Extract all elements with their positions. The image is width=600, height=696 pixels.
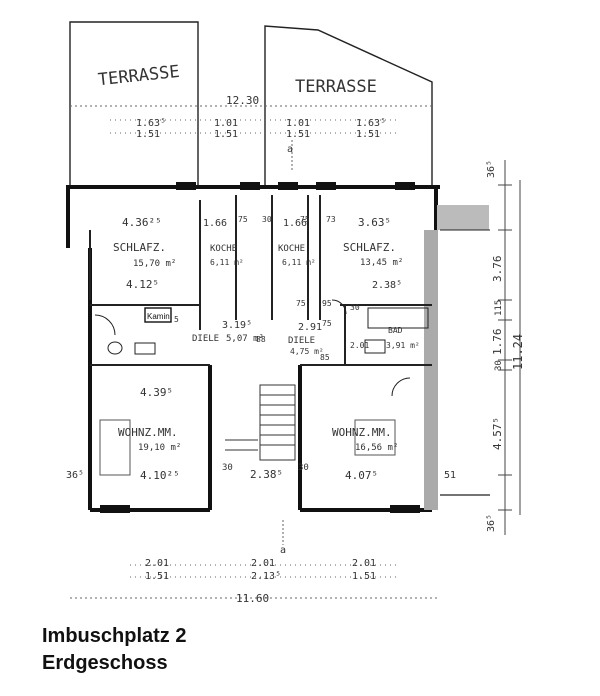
top-dim-4-lower: 1.51 (356, 129, 380, 140)
terrace-label-left: TERRASSE (97, 62, 181, 90)
balcony-right (437, 205, 489, 230)
room-dim-b-1: 4.12⁵ (126, 278, 159, 291)
terrace-left (69, 21, 199, 185)
overall-width-bottom: 11.60 (236, 592, 269, 605)
right-dim-8: 36⁵ (486, 514, 497, 532)
top-dimension-lines (70, 105, 432, 170)
stairs (259, 384, 296, 461)
stair-treads (225, 394, 295, 451)
caption-floor: Erdgeschoss (42, 652, 168, 674)
sofa-left (99, 419, 131, 476)
washbasin (364, 339, 386, 354)
kamin-box (144, 307, 172, 323)
mark-6: 5 (174, 315, 179, 324)
room-dim-a-8: 4.39⁵ (140, 386, 173, 399)
terrace-right (264, 25, 433, 185)
mark-12: 30 (222, 463, 233, 473)
room-name-7: BAD (388, 326, 403, 335)
right-dim-5: 30 (494, 360, 504, 371)
room-name-8: WOHNZ.MM. (118, 426, 178, 439)
section-mark-bottom: a (280, 545, 286, 556)
room-area-7: 3,91 m² (386, 341, 420, 350)
bottom-dim-1-lower: 1.51 (145, 571, 169, 582)
room-dim-a-2: 1.66 (203, 218, 227, 229)
caption-address: Imbuschplatz 2 (42, 625, 187, 647)
terrace-label-right: TERRASSE (295, 77, 377, 97)
room-area-1: 15,70 m² (133, 259, 176, 269)
mark-8: 75 (322, 319, 332, 328)
room-dim-a-3: 1.66 (283, 218, 307, 229)
room-name-9: WOHNZ.MM. (332, 426, 392, 439)
interior-walls (89, 195, 432, 366)
table-right (354, 419, 396, 456)
bathtub (367, 307, 429, 329)
room-area-6: 4,75 m² (290, 347, 324, 356)
mark-13: 30 (298, 463, 309, 473)
top-dim-1-lower: 1.51 (136, 129, 160, 140)
overall-width-top: 12.30 (226, 94, 259, 107)
mark-11: 85 (320, 353, 330, 362)
right-dim-7: 51 (444, 470, 456, 481)
room-name-1: SCHLAFZ. (113, 241, 166, 254)
bottom-dim-1: 2.01 (145, 558, 169, 569)
bottom-dim-3: 2.01 (352, 558, 376, 569)
bottom-dim-3-lower: 1.51 (352, 571, 376, 582)
mark-10: 88 (256, 335, 266, 344)
right-dim-4: 1.76 (491, 329, 504, 356)
room-area-3: 6,11 m² (282, 258, 316, 267)
section-mark-top: a (287, 144, 293, 155)
toilet (107, 341, 123, 355)
balcony-right-strip (424, 230, 438, 510)
sink (134, 342, 156, 355)
room-area-9: 16,56 m² (355, 443, 398, 453)
right-dim-1: 36⁵ (486, 160, 497, 178)
bottom-dim-2-lower: 2.13⁵ (251, 571, 281, 582)
mark-2: 75 (300, 215, 310, 224)
room-dim-a-5: 3.19⁵ (222, 320, 252, 331)
room-area-5: 5,07 m² (226, 334, 264, 344)
room-name-3: KOCHE (278, 244, 305, 254)
mark-9: 30 (350, 303, 360, 312)
mark-4: 73 (326, 215, 336, 224)
right-dim-3: 115 (494, 300, 504, 316)
room-name-5: DIELE (192, 334, 219, 344)
top-dim-1: 1.63⁵ (136, 118, 166, 129)
mark-3: 30 (262, 215, 272, 224)
right-dimension-lines (498, 160, 521, 535)
room-dim-a-6: 2.91 (298, 322, 322, 333)
room-dim-a-7: 2.01 (350, 341, 369, 350)
stair-dim: 2.38⁵ (250, 468, 283, 481)
kamin-label: Kamin (147, 312, 170, 321)
top-dim-2-lower: 1.51 (214, 129, 238, 140)
room-area-8: 19,10 m² (138, 443, 181, 453)
mark-5: 75 (296, 299, 306, 308)
room-dim-b-4: 2.38⁵ (372, 280, 402, 291)
room-name-4: SCHLAFZ. (343, 241, 396, 254)
top-dim-4: 1.63⁵ (356, 118, 386, 129)
bottom-dimension-lines (70, 520, 440, 599)
top-dim-2: 1.01 (214, 118, 238, 129)
mark-7: 95 (322, 299, 332, 308)
top-dim-3: 1.01 (286, 118, 310, 129)
bottom-dim-2: 2.01 (251, 558, 275, 569)
room-dim-a-4: 3.63⁵ (358, 216, 391, 229)
room-area-2: 6,11 m² (210, 258, 244, 267)
room-area-4: 13,45 m² (360, 258, 403, 268)
room-dim-b-8: 4.10²⁵ (140, 469, 180, 482)
room-name-2: KOCHE (210, 244, 237, 254)
right-dim-6: 4.57⁵ (491, 417, 504, 450)
overall-height: 11.24 (511, 334, 525, 370)
mark-1: 75 (238, 215, 248, 224)
left-dim-1: 36⁵ (66, 470, 84, 481)
right-dim-2: 3.76 (491, 256, 504, 283)
room-dim-a-1: 4.36²⁵ (122, 216, 162, 229)
room-dim-a-9: 4.07⁵ (345, 469, 378, 482)
window-markers (100, 182, 420, 513)
door-swings (94, 299, 411, 397)
room-name-6: DIELE (288, 336, 315, 346)
top-dim-3-lower: 1.51 (286, 129, 310, 140)
